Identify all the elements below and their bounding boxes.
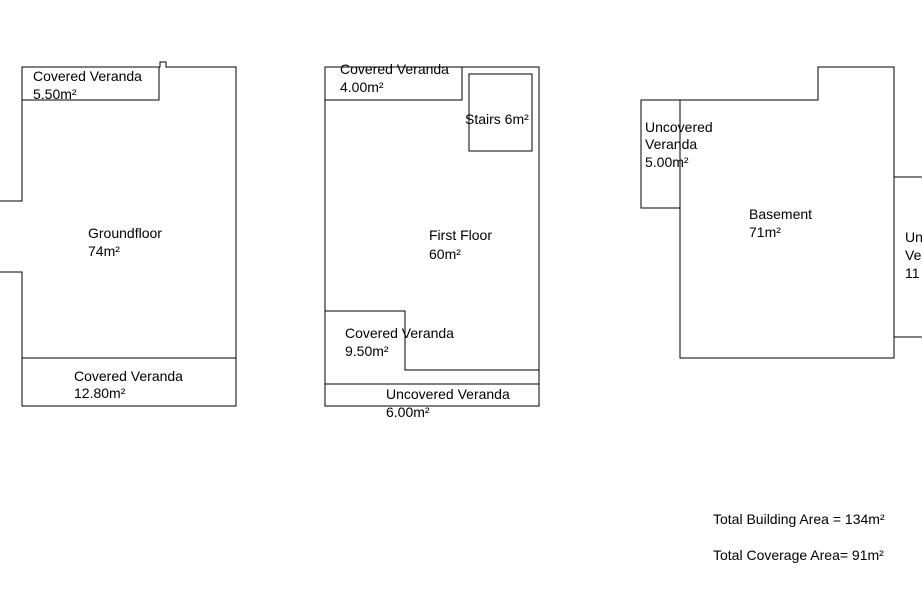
- first-floor-mid-veranda-outline: [325, 310, 539, 371]
- basement-left-uncovered-area: 5.00m²: [645, 154, 689, 170]
- basement-left-uncovered-outline: [640, 99, 680, 209]
- first-floor-mid-veranda-area: 9.50m²: [345, 343, 389, 359]
- first-floor-plan: Covered Veranda 4.00m² Stairs 6m² First …: [324, 61, 540, 420]
- first-floor-uncovered-area: 6.00m²: [386, 404, 430, 420]
- basement-left-uncovered-line1: Uncovered: [645, 119, 713, 135]
- first-floor-top-veranda-outline: [325, 67, 463, 101]
- ground-floor-area: 74m²: [88, 243, 120, 259]
- first-floor-stairs: [468, 73, 533, 152]
- basement-left-uncovered-line2: Veranda: [645, 136, 697, 152]
- ground-floor-bottom-veranda-area: 12.80m²: [74, 385, 126, 401]
- ground-floor-bottom-veranda-label: Covered Veranda: [74, 368, 183, 384]
- basement-right-uncovered-line2: Ve: [905, 247, 922, 263]
- first-floor-label: First Floor: [429, 227, 492, 243]
- basement-right-uncovered-area: 11: [905, 265, 920, 281]
- basement-right-uncovered-line1: Un: [905, 229, 922, 245]
- first-floor-mid-veranda-label: Covered Veranda: [345, 325, 454, 341]
- first-floor-outline: [324, 66, 540, 407]
- first-floor-top-veranda-area: 4.00m²: [340, 79, 384, 95]
- ground-floor-top-veranda-outline: [22, 67, 160, 101]
- area-totals: Total Building Area = 134m² Total Covera…: [713, 511, 885, 563]
- ground-floor-label: Groundfloor: [88, 225, 162, 241]
- basement-outline: [679, 66, 895, 359]
- ground-floor-outline: [0, 61, 237, 407]
- ground-floor-plan: Covered Veranda 5.50m² Groundfloor 74m² …: [0, 61, 237, 407]
- first-floor-top-veranda-label: Covered Veranda: [340, 61, 449, 77]
- ground-floor-top-veranda-label: Covered Veranda: [33, 68, 142, 84]
- total-coverage-area: Total Coverage Area= 91m²: [713, 547, 884, 563]
- first-floor-uncovered-label: Uncovered Veranda: [386, 386, 510, 402]
- basement-plan: Uncovered Veranda 5.00m² Basement 71m² U…: [640, 66, 922, 359]
- first-floor-stairs-label: Stairs 6m²: [465, 111, 529, 127]
- basement-label: Basement: [749, 206, 812, 222]
- first-floor-area: 60m²: [429, 246, 461, 262]
- basement-area: 71m²: [749, 224, 781, 240]
- total-building-area: Total Building Area = 134m²: [713, 511, 885, 527]
- ground-floor-top-veranda-area: 5.50m²: [33, 86, 77, 102]
